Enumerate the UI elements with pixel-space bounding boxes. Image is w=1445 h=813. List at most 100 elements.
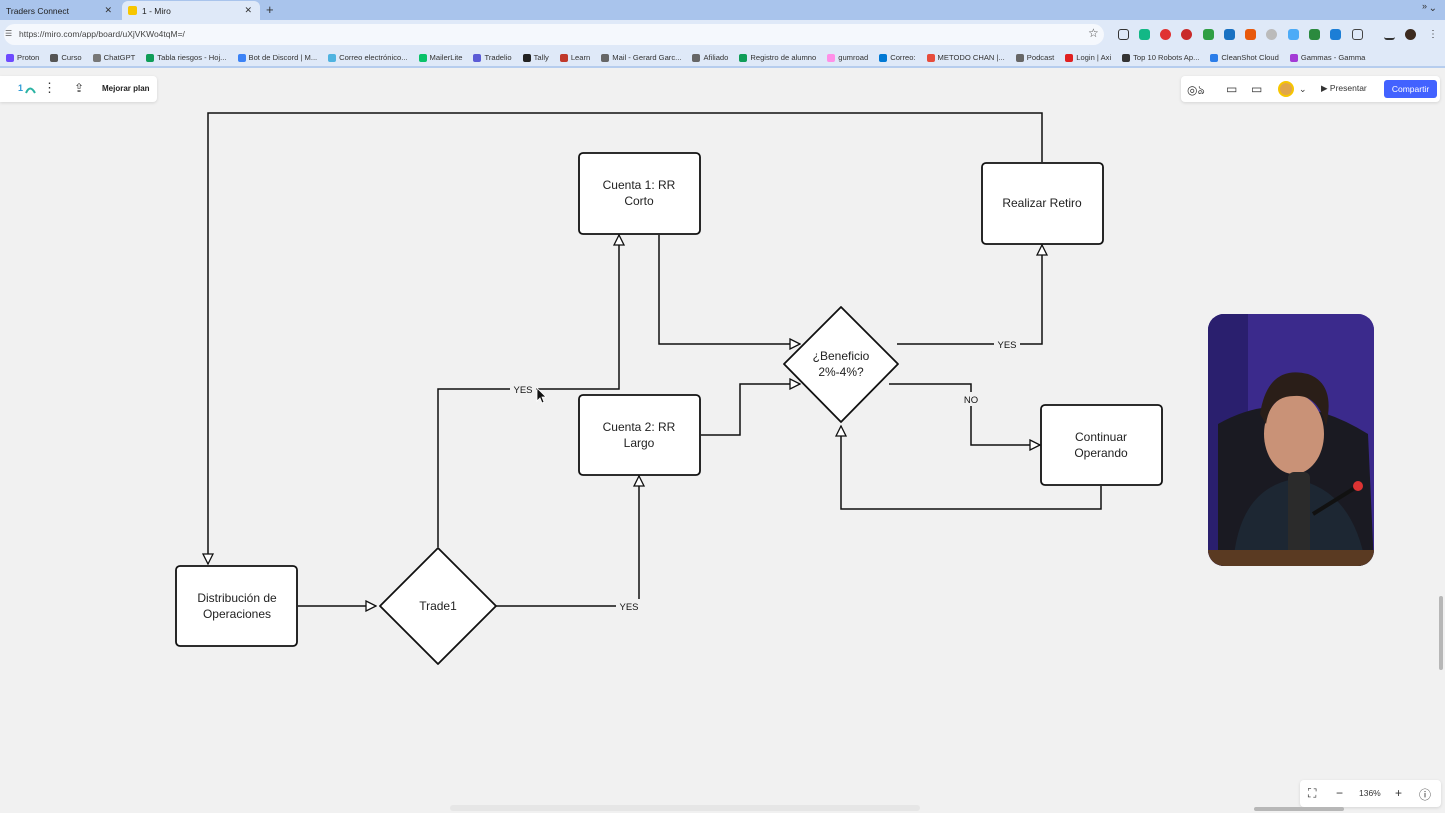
bookmark-item[interactable]: Correo electrónico... <box>328 53 408 62</box>
present-label: Presentar <box>1329 83 1367 93</box>
miro-board-toolbar: 1 ⋮ ⇪ Mejorar plan <box>0 76 157 102</box>
bookmark-item[interactable]: Correo: <box>879 53 916 62</box>
puzzle-icon[interactable] <box>1352 29 1363 40</box>
bookmark-item[interactable]: Proton <box>6 53 39 62</box>
upgrade-plan-button[interactable]: Mejorar plan <box>102 84 150 93</box>
bookmark-item[interactable]: Mail - Gerard Garc... <box>601 53 681 62</box>
bookmark-icon <box>522 53 531 62</box>
extension-icon[interactable] <box>1224 29 1235 40</box>
new-tab-icon[interactable]: + <box>266 2 274 17</box>
bookmark-item[interactable]: Podcast <box>1015 53 1054 62</box>
node-text: ¿Beneficio <box>813 349 870 363</box>
zoom-level[interactable]: 136% <box>1359 788 1381 798</box>
node-cuenta-2[interactable] <box>578 394 701 476</box>
extension-icon[interactable] <box>1118 29 1129 40</box>
connector-cuenta1-to-beneficio[interactable] <box>658 235 800 344</box>
extension-icon[interactable] <box>1139 29 1150 40</box>
bookmark-item[interactable]: Tally <box>522 53 549 62</box>
url-input[interactable]: https://miro.com/app/board/uXjVKWo4tqM=/ <box>4 24 1104 45</box>
bookmark-item[interactable]: Gammas - Gamma <box>1289 53 1365 62</box>
fit-to-screen-icon[interactable]: ⛶ <box>1308 786 1317 800</box>
extension-icon[interactable] <box>1160 29 1171 40</box>
bookmark-icon <box>559 53 568 62</box>
bookmark-icon <box>879 53 888 62</box>
bookmark-item[interactable]: MailerLite <box>418 53 462 62</box>
bookmark-star-icon[interactable]: ☆ <box>1088 26 1099 40</box>
bookmark-icon <box>601 53 610 62</box>
tab-title: 1 - Miro <box>142 5 171 16</box>
miro-canvas[interactable]: YES YES NO YES Cuenta 1: RR Corto Realiz… <box>0 68 1445 813</box>
connector-beneficio-to-retiro[interactable] <box>897 245 1042 345</box>
node-text: Continuar <box>1075 430 1127 444</box>
present-button[interactable]: ▶ Presentar <box>1321 83 1367 93</box>
edge-label-yes[interactable]: YES <box>997 340 1016 351</box>
bookmark-item[interactable]: Learn <box>559 53 591 62</box>
bookmark-label: Mail - Gerard Garc... <box>612 53 682 62</box>
share-button[interactable]: Compartir <box>1384 80 1437 98</box>
connector-continuar-to-beneficio[interactable] <box>841 426 1102 510</box>
extension-icon[interactable] <box>1266 29 1277 40</box>
zoom-in-icon[interactable]: + <box>1395 786 1403 800</box>
bookmark-label: Learn <box>570 53 591 62</box>
tab-traders-connect[interactable]: Traders Connect ✕ <box>0 1 120 20</box>
zoom-toolbar: ⛶ − 136% + ⓘ <box>1300 780 1441 807</box>
comments-icon[interactable]: ▭ <box>1226 82 1238 96</box>
close-icon[interactable]: ✕ <box>244 5 252 15</box>
profile-avatar[interactable] <box>1405 29 1416 40</box>
video-icon[interactable]: ▭ <box>1251 82 1263 96</box>
avatar[interactable] <box>1278 81 1294 97</box>
edge-label-yes[interactable]: YES <box>513 385 532 396</box>
board-name[interactable]: 1 <box>18 83 24 93</box>
node-text: Operaciones <box>203 607 271 621</box>
bookmark-item[interactable]: ChatGPT <box>92 53 135 62</box>
node-continuar-operando[interactable] <box>1040 404 1163 486</box>
chevron-down-icon[interactable]: ⌄ <box>1428 3 1437 14</box>
export-icon[interactable]: ⇪ <box>74 81 85 95</box>
bookmark-item[interactable]: Login | Axi <box>1065 53 1111 62</box>
connector-trade1-to-cuenta2[interactable] <box>496 476 639 607</box>
reactions-icon[interactable]: ◎ঌ <box>1187 83 1205 97</box>
node-cuenta-1[interactable] <box>578 152 701 235</box>
site-settings-icon[interactable]: ☰ <box>5 29 13 38</box>
extension-icon[interactable] <box>1309 29 1320 40</box>
chevron-down-icon[interactable]: ⌄ <box>1299 84 1307 94</box>
extension-icon[interactable] <box>1245 29 1256 40</box>
miro-board-icon <box>25 87 36 94</box>
zoom-out-icon[interactable]: − <box>1336 786 1344 800</box>
connector-beneficio-to-continuar[interactable] <box>889 383 1040 445</box>
bookmark-item[interactable]: Top 10 Robots Ap... <box>1122 53 1199 62</box>
tab-miro[interactable]: 1 - Miro ✕ <box>122 1 260 20</box>
bookmark-item[interactable]: gumroad <box>827 53 868 62</box>
download-extension-icon[interactable] <box>1330 29 1341 40</box>
extension-icon[interactable] <box>1181 29 1192 40</box>
edge-label-no[interactable]: NO <box>964 395 978 406</box>
bookmark-label: Correo: <box>890 53 916 62</box>
bookmark-item[interactable]: METODO CHAN |... <box>926 53 1005 62</box>
close-icon[interactable]: ✕ <box>104 5 112 15</box>
edge-label-yes[interactable]: YES <box>619 602 638 613</box>
more-bookmarks-icon[interactable]: » <box>1421 1 1427 11</box>
bookmark-item[interactable]: Curso <box>50 53 82 62</box>
node-realizar-retiro[interactable] <box>981 162 1104 245</box>
node-text: Realizar Retiro <box>1002 196 1082 210</box>
more-menu-icon[interactable]: ⋮ <box>1428 29 1438 40</box>
extension-icon[interactable] <box>1288 29 1299 40</box>
bookmark-item[interactable]: Registro de alumno <box>739 53 816 62</box>
bookmark-item[interactable]: Tradelio <box>473 53 512 62</box>
bookmark-item[interactable]: CleanShot Cloud <box>1210 53 1279 62</box>
download-icon[interactable] <box>1384 29 1395 40</box>
horizontal-scrollbar[interactable] <box>1254 807 1344 811</box>
bookmark-item[interactable]: Afiliado <box>692 53 728 62</box>
connector-retiro-to-distribucion[interactable] <box>208 112 1043 564</box>
node-beneficio-decision[interactable] <box>783 306 899 423</box>
bookmark-item[interactable]: Tabla riesgos - Hoj... <box>146 53 227 62</box>
connector-cuenta2-to-beneficio[interactable] <box>701 384 800 436</box>
vertical-scrollbar[interactable] <box>1439 596 1443 670</box>
node-trade1-decision[interactable] <box>379 547 497 665</box>
bookmark-icon <box>1210 53 1219 62</box>
board-menu-icon[interactable]: ⋮ <box>43 80 56 95</box>
help-icon[interactable]: ⓘ <box>1419 788 1432 802</box>
bookmark-item[interactable]: Bot de Discord | M... <box>237 53 317 62</box>
node-distribucion[interactable] <box>175 565 298 647</box>
extension-icon[interactable] <box>1203 29 1214 40</box>
